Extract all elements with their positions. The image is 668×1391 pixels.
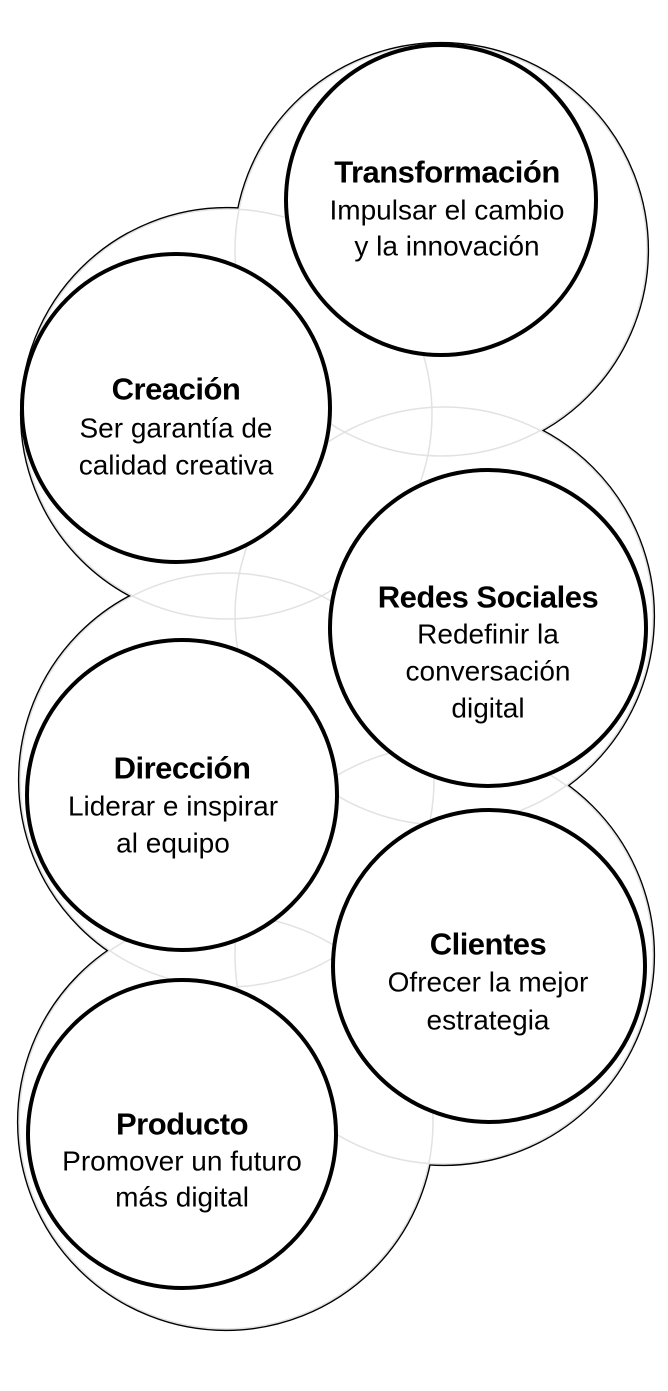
node-description-line: digital — [451, 693, 524, 724]
node-description-line: Promover un futuro — [62, 1146, 302, 1177]
node-description-line: y la innovación — [354, 231, 539, 262]
node-description-line: Impulsar el cambio — [330, 195, 565, 226]
node-description-line: Liderar e inspirar — [68, 791, 278, 822]
node-circle — [20, 252, 332, 564]
node-description-line: conversación — [406, 656, 571, 687]
node-circle — [328, 468, 648, 788]
node-circle — [331, 808, 647, 1124]
node-direccion: Dirección Liderar e inspirar al equipo — [25, 638, 339, 952]
node-circle — [25, 638, 339, 952]
node-description-line: calidad creativa — [79, 450, 274, 481]
node-description-line: Ofrecer la mejor — [388, 967, 589, 998]
node-redes-sociales: Redes Sociales Redefinir la conversación… — [328, 468, 648, 788]
node-description-line: más digital — [115, 1182, 249, 1213]
node-description-line: al equipo — [116, 828, 230, 859]
node-description-line: Ser garantía de — [79, 413, 272, 444]
node-title: Creación — [112, 372, 241, 407]
node-clientes: Clientes Ofrecer la mejor estrategia — [331, 808, 647, 1124]
node-title: Dirección — [114, 751, 251, 786]
node-transformacion: Transformación Impulsar el cambio y la i… — [284, 43, 598, 357]
node-title: Clientes — [430, 927, 547, 962]
node-circle — [26, 978, 338, 1290]
node-description-line: estrategia — [427, 1005, 550, 1036]
node-title: Producto — [116, 1107, 248, 1142]
node-title: Transformación — [334, 155, 560, 190]
node-circle — [284, 43, 598, 357]
node-description-line: Redefinir la — [417, 619, 559, 650]
node-title: Redes Sociales — [378, 580, 598, 615]
node-producto: Producto Promover un futuro más digital — [26, 978, 338, 1290]
node-creacion: Creación Ser garantía de calidad creativ… — [20, 252, 332, 564]
